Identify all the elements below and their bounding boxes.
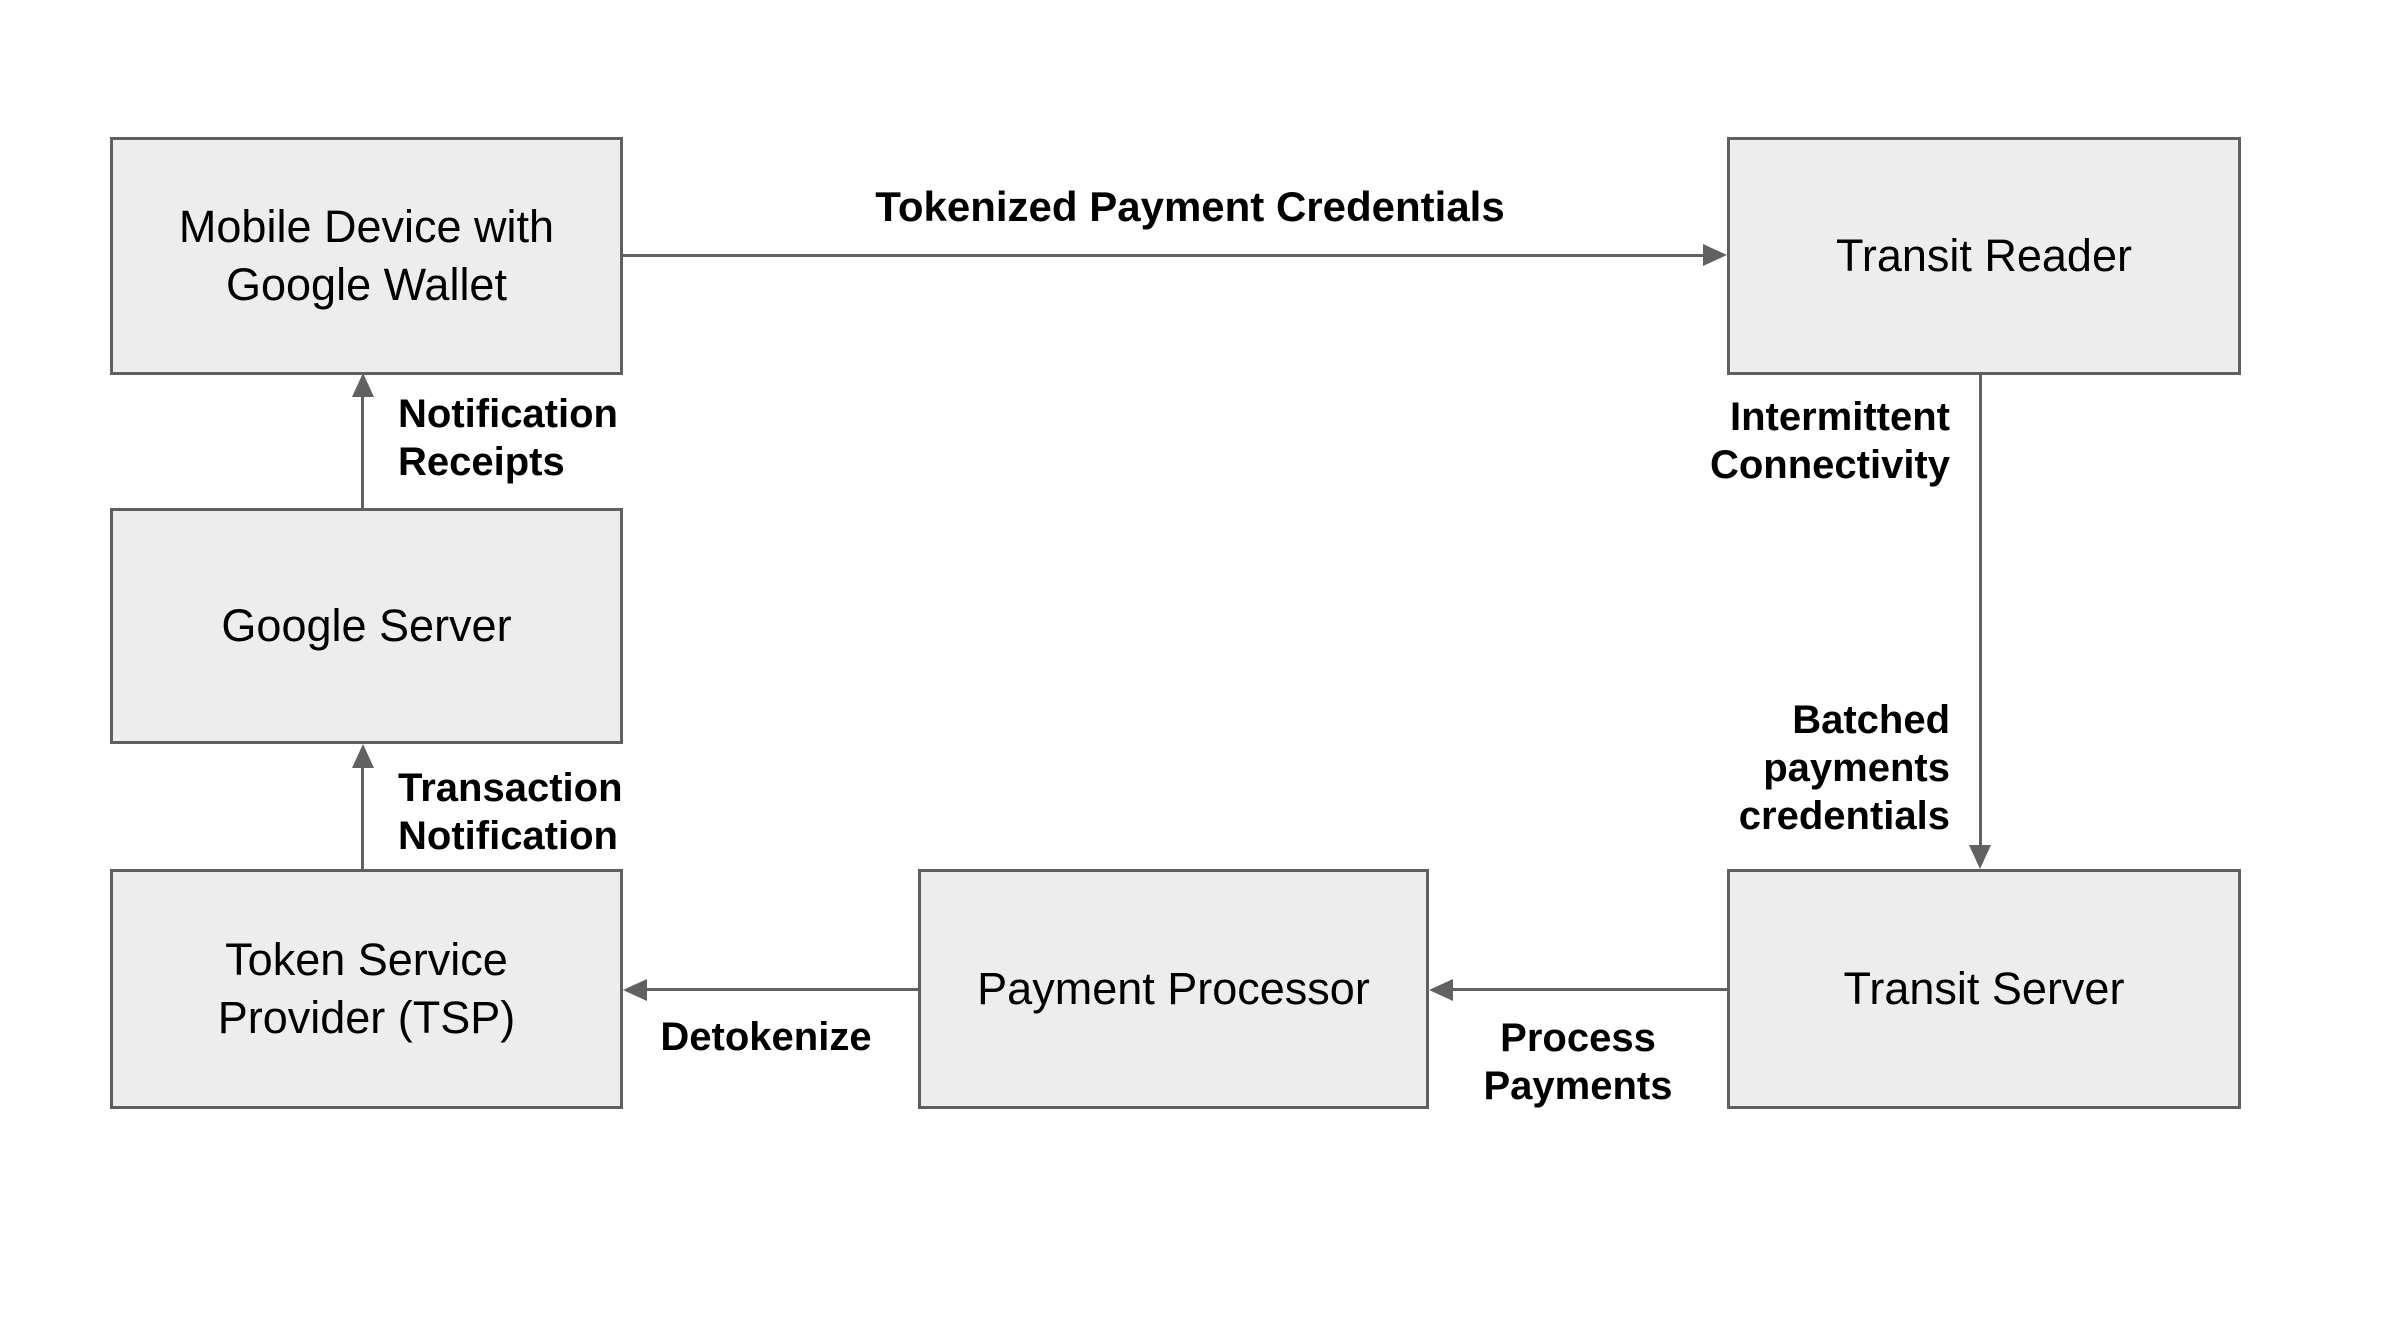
arrow-tsp-to-google-line	[361, 768, 364, 869]
edge-label-process-payments: Process Payments	[1483, 1016, 1673, 1108]
arrow-google-to-wallet-head-icon	[352, 373, 374, 397]
node-google-server-label: Google Server	[221, 600, 512, 651]
arrow-tsp-to-google-head-icon	[352, 744, 374, 768]
node-token-service-provider: Token Service Provider (TSP)	[110, 869, 623, 1109]
arrow-reader-to-transit-server-head-icon	[1969, 845, 1991, 869]
node-transit-reader-label: Transit Reader	[1836, 230, 2132, 281]
edge-label-intermittent-connectivity: Intermittent Connectivity	[1709, 395, 1950, 487]
arrow-processor-to-tsp-line	[647, 988, 918, 991]
edge-label-tokenized-payment-credentials: Tokenized Payment Credentials	[875, 183, 1505, 230]
edge-label-notification-receipts: Notification Receipts	[398, 392, 618, 484]
node-mobile-device: Mobile Device with Google Wallet	[110, 137, 623, 375]
node-transit-server-label: Transit Server	[1843, 963, 2125, 1014]
arrow-google-to-wallet-line	[361, 397, 364, 508]
edge-label-detokenize: Detokenize	[660, 1015, 872, 1059]
arrow-processor-to-tsp-head-icon	[623, 979, 647, 1001]
arrow-wallet-to-reader-line	[623, 254, 1703, 257]
node-google-server: Google Server	[110, 508, 623, 744]
arrow-transit-server-to-processor-line	[1453, 988, 1727, 991]
arrow-transit-server-to-processor-head-icon	[1429, 979, 1453, 1001]
edge-label-batched-payments-credentials: Batched payments credentials	[1738, 698, 1950, 838]
node-transit-reader: Transit Reader	[1727, 137, 2241, 375]
node-transit-server: Transit Server	[1727, 869, 2241, 1109]
node-mobile-device-label: Mobile Device with Google Wallet	[178, 201, 555, 310]
arrow-wallet-to-reader-head-icon	[1703, 244, 1727, 266]
node-token-service-provider-label: Token Service Provider (TSP)	[217, 934, 516, 1043]
node-payment-processor: Payment Processor	[918, 869, 1429, 1109]
node-payment-processor-label: Payment Processor	[977, 963, 1370, 1014]
edge-label-transaction-notification: Transaction Notification	[398, 766, 623, 858]
arrow-reader-to-transit-server-line	[1979, 375, 1982, 846]
